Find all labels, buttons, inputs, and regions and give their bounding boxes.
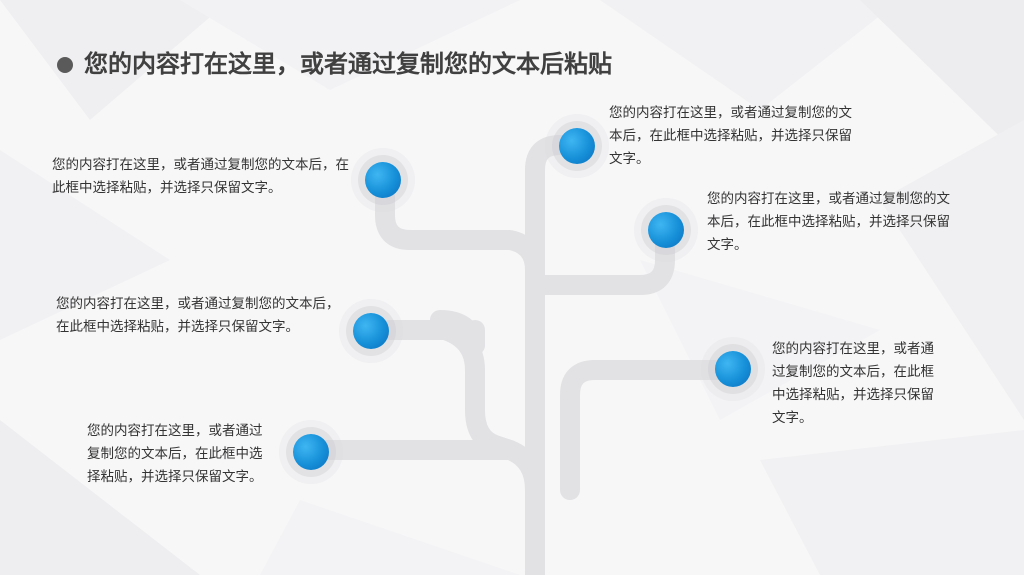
node-top-center (559, 128, 595, 164)
caption-left-mid: 您的内容打在这里，或者通过复制您的文本后，在此框中选择粘贴，并选择只保留文字。 (56, 296, 340, 335)
caption-top-center: 您的内容打在这里，或者通过复制您的文本后，在此框中选择粘贴，并选择只保留文字。 (609, 105, 852, 167)
node-right-upper (648, 212, 684, 248)
branch-right-top (525, 220, 675, 295)
branch-right-bottom (560, 360, 742, 500)
caption-right-lower: 您的内容打在这里，或者通过复制您的文本后，在此框中选择粘贴，并选择只保留文字。 (772, 341, 934, 426)
node-left-mid (353, 313, 389, 349)
caption-left-top: 您的内容打在这里，或者通过复制您的文本后，在此框中选择粘贴，并选择只保留文字。 (52, 157, 349, 196)
branch-left-mid-curve (430, 310, 485, 355)
branch-left-bottom (302, 440, 520, 462)
title-bullet (57, 57, 73, 73)
branch-top (525, 135, 585, 280)
caption-left-bottom: 您的内容打在这里，或者通过复制您的文本后，在此框中选择粘贴，并选择只保留文字。 (87, 423, 263, 485)
page-title: 您的内容打在这里，或者通过复制您的文本后粘贴 (84, 50, 612, 78)
node-left-top (365, 162, 401, 198)
caption-right-upper: 您的内容打在这里，或者通过复制您的文本后，在此框中选择粘贴，并选择只保留文字。 (707, 191, 950, 253)
node-right-lower (715, 351, 751, 387)
node-left-bottom (293, 434, 329, 470)
